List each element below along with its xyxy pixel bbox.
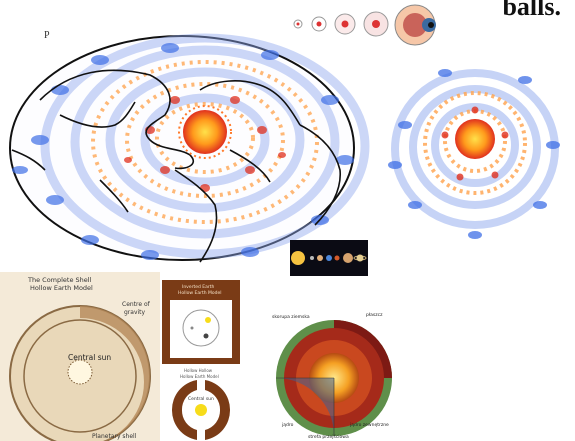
cutaway-label-plaszcz: płaszcz [366, 312, 383, 318]
right-blue-blobs [388, 69, 560, 239]
continent-outlines [11, 69, 341, 263]
blue-orbit-rings [40, 33, 370, 259]
inverted-title-line2: Hollow Earth Model [178, 290, 222, 296]
atom-core [183, 110, 227, 154]
world-map-atom-overlay [9, 33, 370, 263]
right-red-blobs [441, 106, 509, 181]
hollow-earth-shell-diagram: The Complete Shell Hollow Earth Model Ce… [0, 272, 160, 441]
inverted-earth-panel: Inverted Earth Hollow Earth Model Hollow… [162, 280, 240, 440]
cutaway-label-skorupa: skorupa ziemska [272, 314, 310, 320]
eye-stage-3 [334, 13, 356, 35]
cutaway-label-jadro: jądro [281, 422, 294, 428]
cutaway-label-jadro-zew: jądro zewnętrzne [349, 422, 389, 428]
red-electron-blobs [124, 96, 286, 192]
stray-mark: P [44, 30, 50, 41]
inverted-sub-line1: Hollow Hollow [184, 368, 213, 373]
map-outline [9, 35, 355, 261]
cutaway-label-strefa: strefa przejściowa [308, 433, 349, 440]
shell-title-line2: Hollow Earth Model [30, 284, 93, 292]
earth-cutaway-diagram: skorupa ziemska płaszcz jądro jądro zewn… [272, 312, 392, 440]
atom-diagram-right [388, 69, 560, 239]
shell-label-centre: Centre of [122, 301, 151, 308]
eye-progression-strip [293, 4, 436, 46]
solar-system-thumbnail [290, 240, 368, 276]
eye-stage-1 [293, 19, 303, 29]
inverted-sub-line2: Hollow Earth Model [180, 374, 219, 379]
eye-stage-2 [311, 16, 327, 32]
blue-electron-blobs [12, 43, 354, 260]
shell-title-line1: The Complete Shell [27, 276, 92, 284]
inverted-title-line1: Inverted Earth [182, 284, 214, 290]
title-fragment: balls. [502, 0, 561, 21]
shell-label-central-sun: Central sun [68, 353, 111, 362]
eye-stage-5 [394, 4, 436, 46]
inverted-label-central-sun: Central sun [188, 396, 214, 402]
shell-label-planetary: Planetary shell [92, 433, 137, 440]
orange-orbit-rings [91, 60, 319, 224]
shell-label-gravity: gravity [124, 309, 146, 316]
right-atom-core [455, 119, 495, 159]
eye-stage-4 [363, 11, 389, 37]
